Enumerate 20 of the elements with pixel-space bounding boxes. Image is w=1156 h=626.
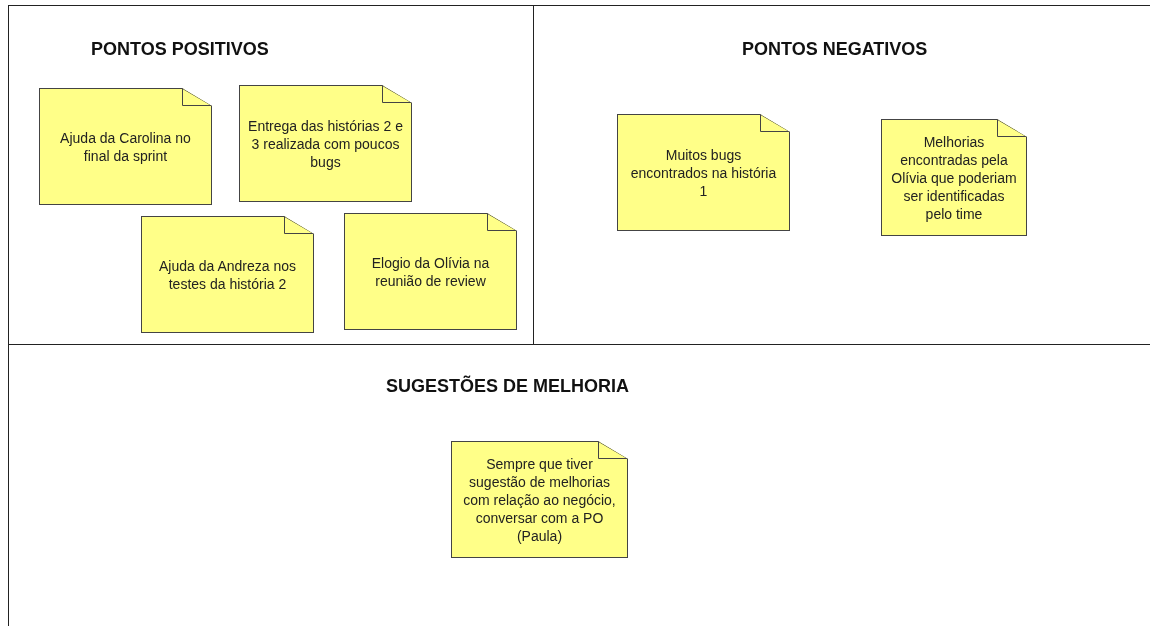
note-text: Muitos bugs encontrados na história 1 [629,145,778,200]
board-section [533,5,1150,344]
note-text: Sempre que tiver sugestão de melhorias com relação ao negócio, conversar com a PO (Paula) [462,454,617,545]
sticky-note [39,88,212,205]
sticky-note [239,85,412,202]
board-section [8,5,533,344]
section-heading: SUGESTÕES DE MELHORIA [386,376,630,397]
board-section [8,344,1150,626]
sticky-note [451,441,628,558]
sticky-note [617,114,790,231]
sticky-note [344,213,517,330]
section-heading: PONTOS POSITIVOS [91,39,269,60]
section-heading: PONTOS NEGATIVOS [742,39,928,60]
note-text: Elogio da Olívia na reunião de review [370,253,491,290]
note-text: Ajuda da Andreza nos testes da história 2 [158,256,297,293]
note-text: Melhorias encontradas pela Olívia que poderiam ser identificadas pelo time [890,132,1018,223]
sticky-note [141,216,314,333]
note-text: Ajuda da Carolina no final da sprint [59,128,192,165]
sticky-note [881,119,1027,236]
note-text: Entrega das histórias 2 e 3 realizada com poucos bugs [248,116,403,171]
